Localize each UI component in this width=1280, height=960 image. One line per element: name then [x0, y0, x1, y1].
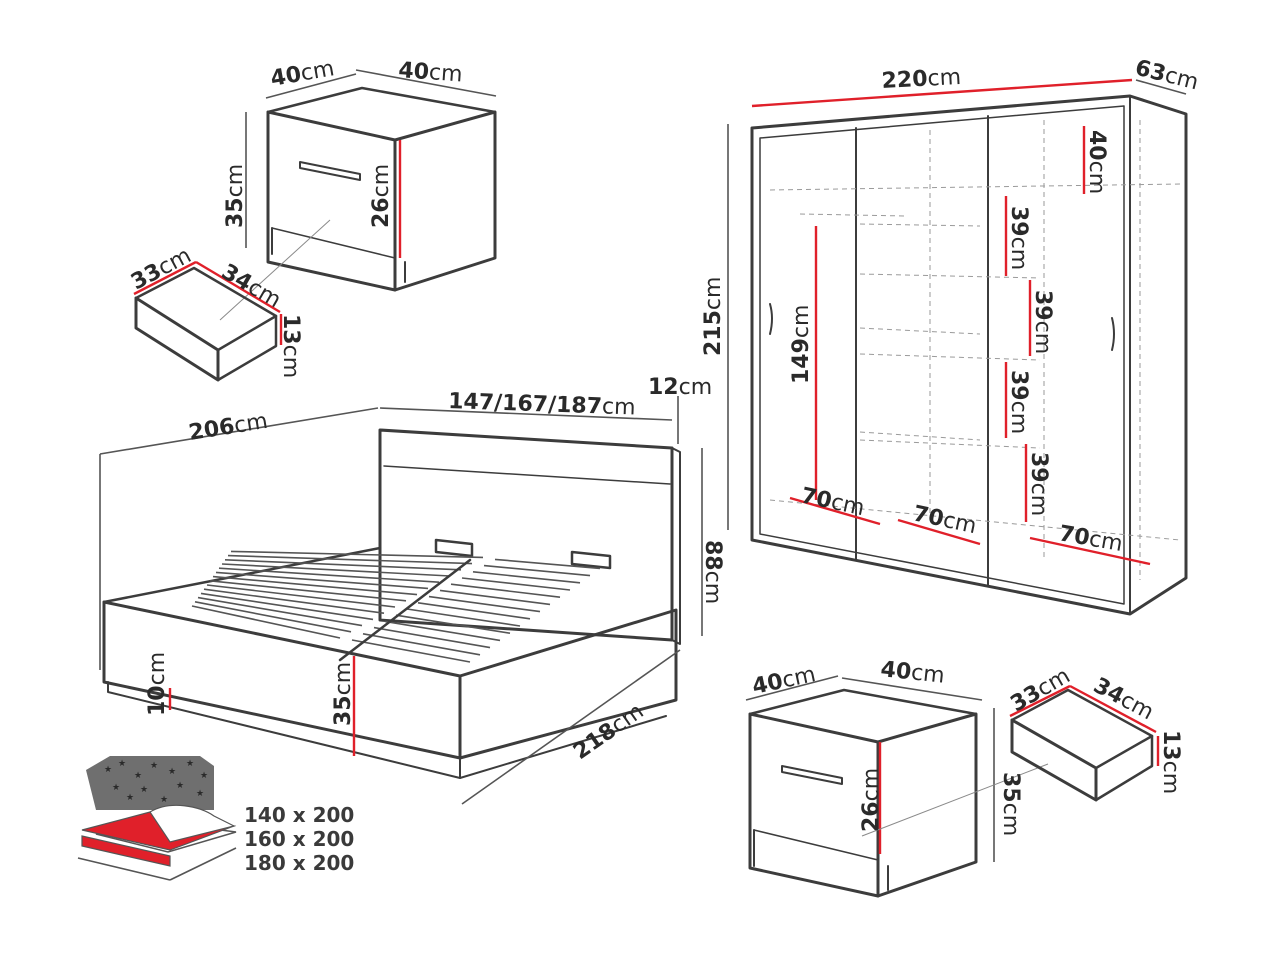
dr1-width-label: 33cm	[127, 243, 195, 295]
bed-slat	[221, 563, 451, 577]
star-icon: ★	[196, 789, 204, 799]
wardrobe-section3-label: 70cm	[1057, 521, 1125, 557]
wardrobe-shelf1-label: 40cm	[1084, 130, 1109, 194]
wardrobe-shelf4-label: 39cm	[1006, 370, 1031, 434]
bed-slat	[227, 554, 473, 565]
bed-slat	[200, 592, 374, 621]
mattress-size-list: 140 x 200 160 x 200 180 x 200	[244, 803, 354, 875]
wardrobe-height-label: 215cm	[701, 277, 726, 356]
bed-slat	[351, 639, 471, 663]
bed-slat	[439, 589, 551, 606]
bed-width-label: 147/167/187cm	[448, 389, 636, 421]
star-icon: ★	[126, 793, 134, 803]
wardrobe-rail-label: 149cm	[789, 305, 814, 384]
bed-slat	[483, 564, 591, 577]
star-icon: ★	[134, 771, 142, 781]
bed-slat	[406, 608, 521, 627]
bed-slat	[209, 580, 407, 602]
wardrobe-shelf2-label: 39cm	[1006, 206, 1031, 270]
bed-slat	[461, 577, 571, 591]
mattress-size-2: 160 x 200	[244, 827, 354, 851]
ns2-drawer-height-label: 26cm	[859, 768, 884, 832]
bed-slat	[212, 575, 418, 596]
dr1-depth-label: 34cm	[217, 260, 285, 314]
star-icon: ★	[176, 781, 184, 791]
star-icon: ★	[150, 761, 158, 771]
bed-depth-label: 218cm	[569, 699, 648, 765]
bed-slat	[384, 620, 501, 642]
bed-slats	[191, 550, 601, 663]
ns2-width-label: 40cm	[750, 662, 818, 700]
bed-slat	[203, 588, 385, 614]
bed-slat	[194, 601, 352, 633]
mattress-size-1: 140 x 200	[244, 803, 354, 827]
dr2-height-label: 13cm	[1158, 730, 1183, 794]
bed-frame-height-label: 35cm	[331, 662, 356, 726]
headboard-thickness-label: 12cm	[648, 375, 712, 400]
dimension-labels: 40cm 40cm 35cm 26cm 33cm 34cm 13cm 206cm…	[127, 56, 1201, 837]
dr1-height-label: 13cm	[278, 314, 303, 378]
ns2-depth-label: 40cm	[879, 657, 945, 689]
wardrobe-shelf5-label: 39cm	[1026, 452, 1051, 516]
nightstand-top-left	[219, 69, 497, 321]
wardrobe-width-label: 220cm	[881, 65, 962, 94]
bed-slat	[494, 558, 601, 570]
bed-slat	[224, 559, 462, 571]
star-icon: ★	[186, 759, 194, 769]
headboard-height-label: 88cm	[700, 540, 725, 604]
bed-length-label: 206cm	[187, 409, 269, 446]
star-icon: ★	[200, 771, 208, 781]
bed-slat	[218, 567, 440, 583]
dr2-depth-label: 34cm	[1089, 673, 1157, 725]
bed-slat	[197, 596, 363, 627]
mattress-icon: ★★★★★★★★★★★★★	[77, 756, 237, 881]
drawer-bottom	[1009, 684, 1160, 802]
wardrobe-shelf3-label: 39cm	[1030, 290, 1055, 354]
drawer-top-left	[133, 260, 283, 382]
star-icon: ★	[112, 783, 120, 793]
nightstand-bottom	[745, 675, 1049, 898]
ns1-depth-label: 40cm	[398, 58, 464, 87]
bed-leg-height-label: 10cm	[145, 652, 170, 716]
bed-slat	[428, 595, 541, 613]
dr2-width-label: 33cm	[1007, 663, 1075, 717]
bed-slat	[191, 605, 341, 639]
star-icon: ★	[118, 759, 126, 769]
bed-slat	[362, 633, 481, 656]
star-icon: ★	[104, 765, 112, 775]
bed-slat	[472, 571, 581, 584]
star-icon: ★	[140, 785, 148, 795]
ns1-width-label: 40cm	[269, 56, 337, 92]
bed-slat	[450, 583, 561, 598]
bed-slat	[230, 550, 484, 559]
ns1-drawer-height-label: 26cm	[369, 164, 394, 228]
bed-with-storage	[99, 396, 703, 805]
star-icon: ★	[160, 795, 168, 805]
ns2-height-label: 35cm	[998, 772, 1023, 836]
ns1-height-label: 35cm	[223, 164, 248, 228]
bed-slat	[373, 626, 491, 649]
bed-slat	[417, 602, 531, 620]
mattress-size-3: 180 x 200	[244, 851, 354, 875]
bed-slat	[206, 584, 396, 608]
sliding-wardrobe	[727, 78, 1188, 616]
star-icon: ★	[168, 767, 176, 777]
bed-slat	[395, 614, 511, 634]
bed-slat	[215, 571, 429, 590]
star-icons: ★★★★★★★★★★★★★	[104, 759, 208, 805]
